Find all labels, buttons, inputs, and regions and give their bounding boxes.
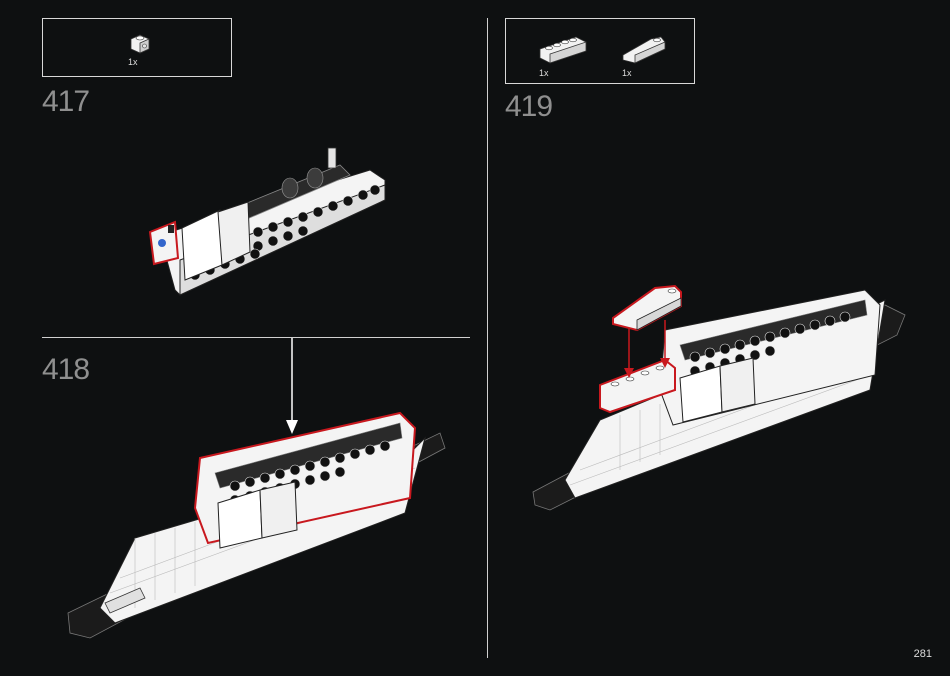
step-number-419: 419 [505,92,552,122]
step-418-assembly-illustration [60,338,460,648]
step-417-parts-box: 1x [42,18,232,77]
slope-brick-icon [621,33,667,65]
brick-1x4-icon [538,33,588,65]
step-419-parts-box: 1x 1x [505,18,695,84]
step-419-assembly-illustration [525,280,915,520]
step-number-417: 417 [42,87,89,117]
page-number: 281 [914,648,932,660]
part-qty: 1x [622,68,632,78]
brick-1x1-with-side-stud-icon [128,31,152,55]
step-417-assembly-illustration [140,140,400,310]
part-qty: 1x [539,68,549,78]
part-qty: 1x [128,57,138,67]
vertical-divider [487,18,488,658]
